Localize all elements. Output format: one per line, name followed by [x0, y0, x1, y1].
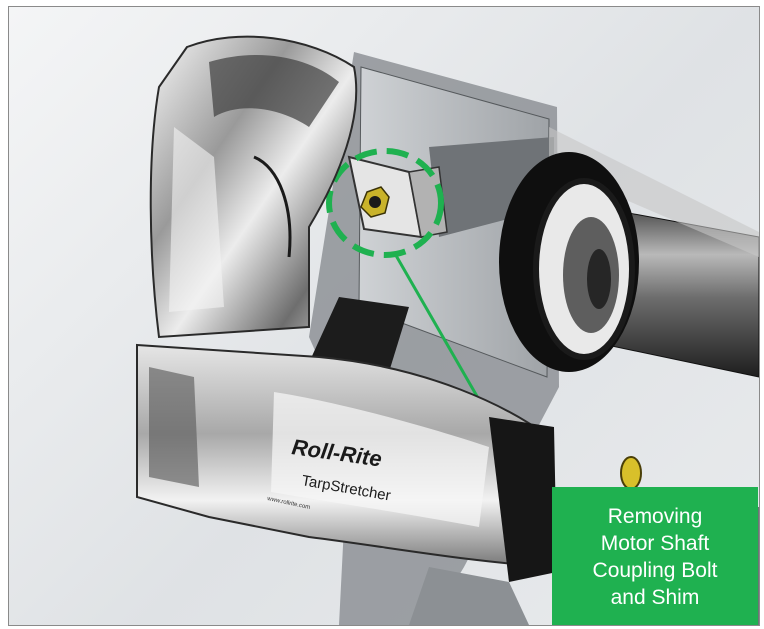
coupling-bolt	[360, 186, 390, 218]
motor-housing	[136, 343, 556, 569]
callout-text: Removing Motor Shaft Coupling Bolt and S…	[592, 505, 718, 609]
callout-box: Removing Motor Shaft Coupling Bolt and S…	[552, 487, 758, 625]
coupling-block	[347, 155, 448, 239]
cad-render: Roll-Rite TarpStretcher www.rollrite.com…	[8, 6, 760, 626]
tube-collar	[499, 152, 639, 372]
motor-assembly-illustration: Roll-Rite TarpStretcher www.rollrite.com	[136, 35, 759, 625]
upper-gearbox-housing	[149, 35, 358, 339]
highlight-dashed-circle	[326, 148, 444, 258]
angle-bracket	[307, 297, 409, 372]
motor-end-cap	[489, 417, 642, 582]
